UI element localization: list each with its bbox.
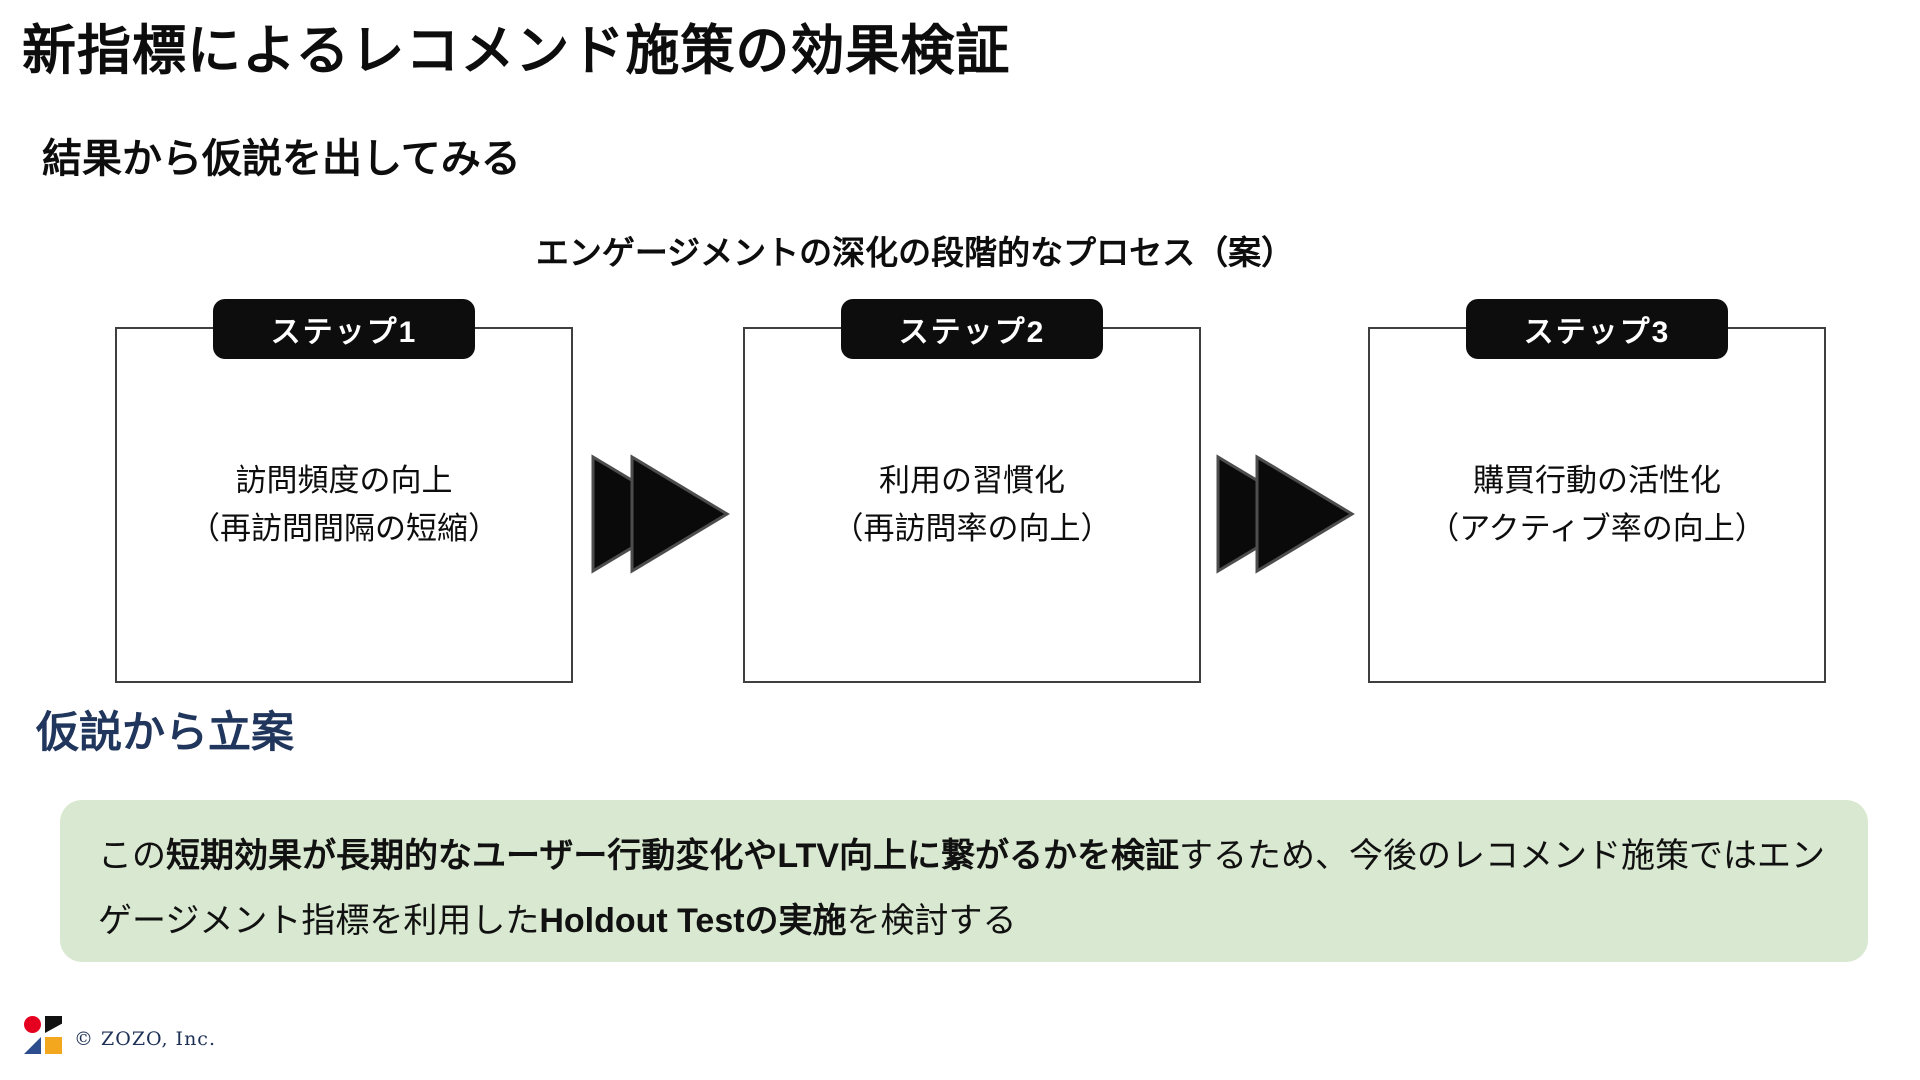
logo-yellow-square bbox=[45, 1037, 62, 1054]
step-2-line-2: （再訪問率の向上） bbox=[832, 511, 1112, 546]
step-box-2: ステップ2 利用の習慣化 （再訪問率の向上） bbox=[743, 299, 1201, 683]
copyright-text: © ZOZO, Inc. bbox=[74, 1028, 216, 1050]
step-3-line-2: （アクティブ率の向上） bbox=[1428, 511, 1766, 546]
step-box-1: ステップ1 訪問頻度の向上 （再訪問間隔の短縮） bbox=[115, 299, 573, 683]
step-box-3: ステップ3 購買行動の活性化 （アクティブ率の向上） bbox=[1368, 299, 1826, 683]
step-1-line-2: （再訪問間隔の短縮） bbox=[189, 511, 499, 546]
step-2-line-1: 利用の習慣化 bbox=[879, 462, 1065, 498]
section-heading-results: 結果から仮説を出してみる bbox=[42, 137, 521, 181]
step-text-3: 購買行動の活性化 （アクティブ率の向上） bbox=[1370, 329, 1824, 681]
step-3-line-1: 購買行動の活性化 bbox=[1473, 462, 1721, 498]
step-text-1: 訪問頻度の向上 （再訪問間隔の短縮） bbox=[117, 329, 571, 681]
step-badge-3: ステップ3 bbox=[1466, 299, 1728, 359]
hypothesis-callout: この短期効果が長期的なユーザー行動変化やLTV向上に繋がるかを検証するため、今後… bbox=[60, 800, 1868, 962]
logo-blue-triangle bbox=[24, 1037, 41, 1054]
step-text-2: 利用の習慣化 （再訪問率の向上） bbox=[745, 329, 1199, 681]
double-arrow-right-icon bbox=[1216, 454, 1355, 574]
section-heading-hypothesis: 仮説から立案 bbox=[36, 709, 294, 757]
diagram-caption: エンゲージメントの深化の段階的なプロセス（案） bbox=[535, 234, 1295, 271]
step-1-line-1: 訪問頻度の向上 bbox=[235, 462, 453, 498]
logo-black-triangle bbox=[45, 1016, 62, 1033]
page-title: 新指標によるレコメンド施策の効果検証 bbox=[22, 21, 1011, 81]
zozo-logo bbox=[24, 1016, 64, 1056]
step-badge-2: ステップ2 bbox=[841, 299, 1103, 359]
step-badge-1: ステップ1 bbox=[213, 299, 475, 359]
double-arrow-right-icon bbox=[591, 454, 730, 574]
logo-red-dot bbox=[24, 1016, 41, 1033]
